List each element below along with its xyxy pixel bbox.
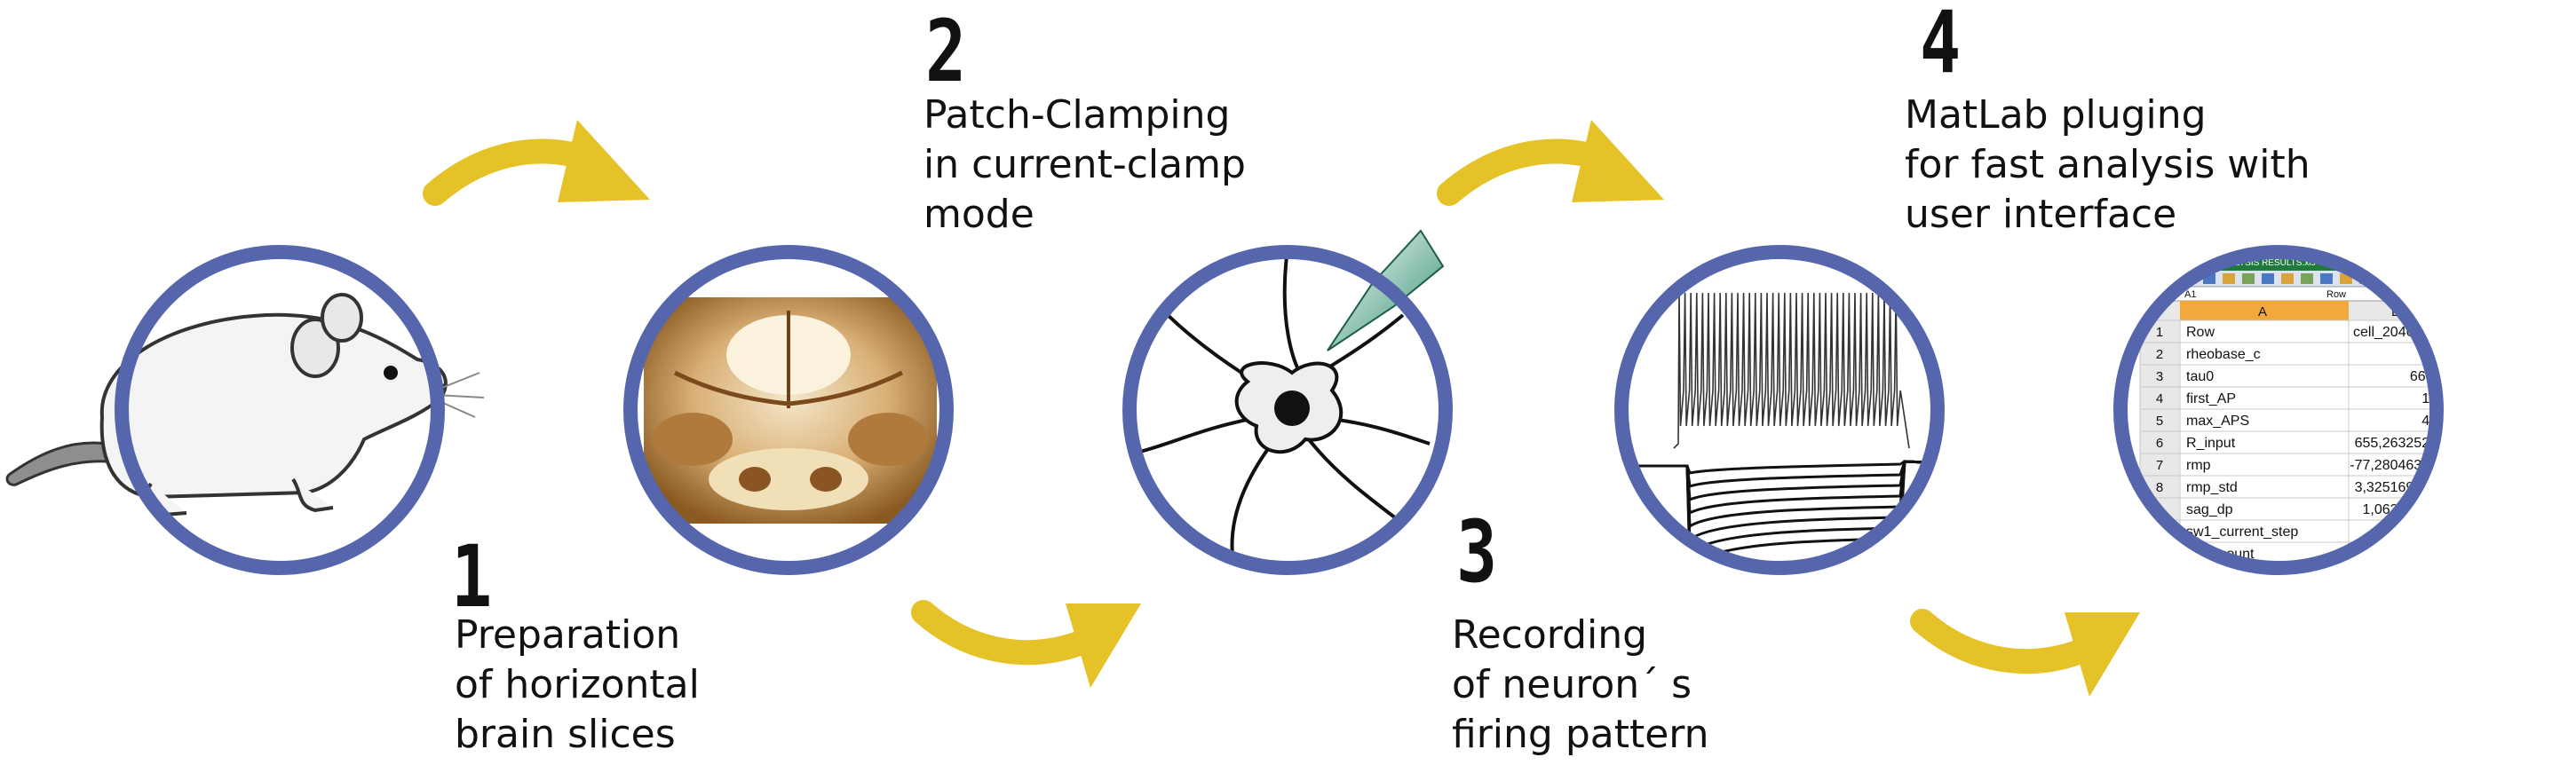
ring-3 — [1122, 245, 1453, 575]
spike-train — [1673, 292, 1910, 449]
table-row — [2139, 408, 2437, 432]
row-number: 8 — [2156, 480, 2163, 495]
cell-a[interactable]: sw1_current_step — [2186, 524, 2298, 540]
cell-a[interactable]: first_AP — [2186, 391, 2236, 406]
step-3-label: Recording of neuron´ s firing pattern — [1452, 612, 1709, 757]
column-a-label: A — [2258, 304, 2267, 319]
toolbar-button-icon[interactable] — [2262, 273, 2274, 284]
toolbar-button-icon[interactable] — [2242, 273, 2255, 284]
arrow-4 — [1910, 609, 2140, 697]
row-number: 6 — [2156, 436, 2163, 451]
table-row — [2139, 342, 2437, 366]
row-header[interactable] — [2139, 453, 2181, 477]
voltage-trace — [1634, 460, 1938, 488]
cell-a[interactable]: sag_dp — [2186, 502, 2233, 517]
brain-slice-image — [630, 252, 947, 568]
row-number: 3 — [2156, 369, 2163, 384]
ring-1 — [115, 245, 445, 575]
row-number: 11 — [2152, 547, 2167, 562]
toolbar-button-icon[interactable] — [2281, 273, 2294, 284]
step-3-number: 3 — [1456, 502, 1498, 602]
table-row — [2139, 430, 2437, 454]
step-2-label: Patch-Clamping in current-clamp mode — [923, 92, 1246, 237]
ring-2 — [623, 245, 954, 575]
row-header[interactable] — [2139, 564, 2181, 587]
step-1-label: Preparation of horizontal brain slices — [455, 612, 700, 757]
row-number: 1 — [2156, 325, 2163, 340]
cell-b[interactable]: cell_2046 — [2353, 325, 2414, 340]
row-number: 4 — [2156, 391, 2163, 406]
voltage-trace — [1634, 460, 1938, 475]
neuron-with-pipette — [1129, 229, 1446, 568]
spreadsheet-screenshot: Microsoft Excel - ANALYSIS RESULTS.xls A… — [2120, 252, 2438, 587]
row-header[interactable] — [2139, 408, 2181, 432]
cell-b[interactable]: -77,28046335 — [2350, 458, 2437, 473]
row-header[interactable] — [2139, 430, 2181, 454]
cell-b[interactable]: 655,2632528 — [2355, 436, 2438, 451]
mouse-illustration — [5, 252, 485, 568]
step-2-number: 2 — [925, 2, 967, 101]
voltage-trace — [1634, 460, 1938, 502]
step-4-number: 4 — [1920, 0, 1962, 92]
step-1-number: 1 — [451, 527, 493, 627]
row-header[interactable] — [2139, 541, 2181, 565]
row-header[interactable] — [2139, 364, 2181, 388]
cell-reference[interactable]: A1 — [2184, 289, 2196, 300]
row-number: 5 — [2156, 414, 2163, 429]
voltage-trace — [1634, 460, 1938, 529]
cell-a[interactable]: max_APS — [2186, 414, 2249, 429]
toolbar-button-icon[interactable] — [2223, 273, 2235, 284]
row-header[interactable] — [2139, 386, 2181, 410]
arrow-2 — [911, 600, 1141, 688]
row-number: 7 — [2156, 458, 2163, 473]
row-number: 2 — [2156, 347, 2163, 362]
ring-5 — [2113, 245, 2444, 575]
toolbar-button-icon[interactable] — [2144, 273, 2157, 284]
row-number: 12 — [2152, 569, 2168, 584]
cell-a[interactable]: R_input — [2186, 436, 2236, 451]
cell-a[interactable]: rheobase_c — [2186, 347, 2261, 362]
cell-a[interactable]: tau0 — [2186, 369, 2214, 384]
cell-a[interactable]: rmp — [2186, 458, 2211, 473]
table-row — [2139, 475, 2437, 499]
voltage-trace — [1634, 460, 1938, 516]
voltage-trace-plot — [1621, 252, 1938, 568]
cell-a[interactable]: Row — [2186, 325, 2215, 340]
toolbar-button-icon[interactable] — [2398, 273, 2411, 284]
arrow-1 — [423, 120, 650, 206]
step-4-label: MatLab pluging for fast analysis with us… — [1905, 92, 2310, 237]
table-row — [2139, 386, 2437, 410]
spike-trace — [1673, 292, 1910, 449]
arrow-3 — [1437, 120, 1664, 206]
ring-4 — [1614, 245, 1945, 575]
cell-a[interactable]: rmp_std — [2186, 480, 2238, 495]
column-a-header[interactable] — [2180, 301, 2349, 320]
table-row — [2139, 364, 2437, 388]
formula-bar[interactable]: Row — [2326, 289, 2346, 300]
toolbar-button-icon[interactable] — [2301, 273, 2313, 284]
toolbar-button-icon[interactable] — [2320, 273, 2333, 284]
